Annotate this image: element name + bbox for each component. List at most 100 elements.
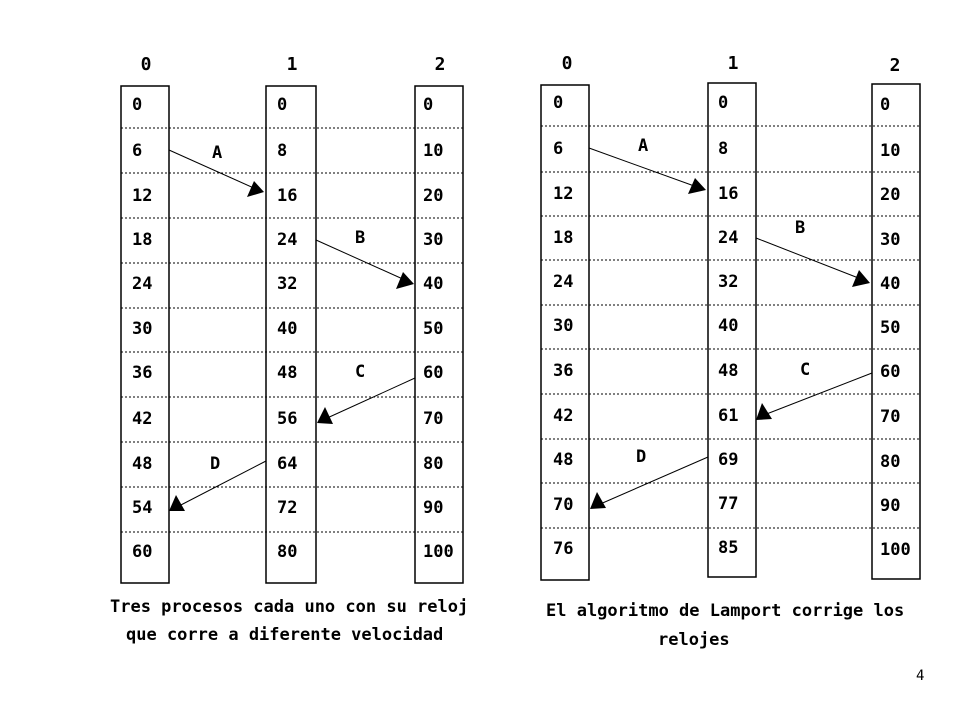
clock-value: 40 [423,274,443,294]
message-d: D [590,447,709,509]
clock-value: 70 [880,407,900,427]
clock-value: 56 [277,409,297,429]
message-a-line [588,147,698,188]
clock-value: 48 [277,363,297,383]
clock-value: 6 [553,139,563,159]
clock-value: 16 [277,186,297,206]
clock-value: 24 [132,274,152,294]
message-b-line [755,237,862,280]
clock-value: 80 [423,454,443,474]
diagram-right: 0 1 2 0 6 12 18 24 30 36 4 [540,53,921,650]
clock-value: 30 [553,316,573,336]
clock-value: 60 [132,542,152,562]
message-a: A [168,143,264,197]
clock-values-p1: 0 8 16 24 32 40 48 61 69 77 85 [718,93,738,558]
diagram-left: 0 1 2 0 6 12 18 24 30 36 4 [110,54,468,645]
message-c: C [317,362,416,424]
clock-value: 42 [132,409,152,429]
process-header-1: 1 [728,53,739,74]
clock-value: 10 [423,141,443,161]
clock-value: 60 [880,362,900,382]
process-column-0 [120,85,170,584]
clock-value: 80 [277,542,297,562]
clock-value: 0 [423,95,433,115]
clock-value: 10 [880,141,900,161]
arrowhead-icon [396,272,414,289]
clock-value: 48 [553,450,573,470]
process-column-2 [414,85,464,584]
arrowhead-icon [590,492,606,509]
arrowhead-icon [756,403,772,420]
clock-value: 18 [132,230,152,250]
clock-value: 8 [277,141,287,161]
message-label: B [355,228,365,248]
page-number: 4 [916,668,924,684]
clock-value: 8 [718,139,728,159]
clock-value: 100 [880,540,911,560]
caption-line-1: El algoritmo de Lamport corrige los [546,601,904,621]
clock-value: 85 [718,538,738,558]
message-label: D [636,447,646,467]
message-label: C [800,360,810,380]
arrowhead-icon [169,495,185,511]
clock-value: 20 [880,185,900,205]
process-header-0: 0 [562,53,573,74]
clock-value: 76 [553,539,573,559]
message-b: B [315,228,414,289]
clock-value: 0 [718,93,728,113]
message-a-line [168,149,257,190]
clock-value: 60 [423,363,443,383]
clock-value: 40 [880,274,900,294]
clock-values-p2: 0 10 20 30 40 50 60 70 80 90 100 [880,95,911,560]
clock-value: 64 [277,454,297,474]
clock-value: 48 [132,454,152,474]
clock-value: 16 [718,184,738,204]
clock-values-p2: 0 10 20 30 40 50 60 70 80 90 100 [423,95,454,562]
message-c-line [324,377,416,420]
message-b: B [755,218,870,287]
clock-value: 90 [880,496,900,516]
clock-value: 32 [718,272,738,292]
message-label: C [355,362,365,382]
message-label: A [638,136,648,156]
clock-value: 24 [718,228,738,248]
clock-value: 30 [423,230,443,250]
clock-value: 36 [553,361,573,381]
clock-value: 48 [718,361,738,381]
clock-value: 36 [132,363,152,383]
clock-values-p0: 0 6 12 18 24 30 36 42 48 54 60 [132,95,152,562]
arrowhead-icon [688,178,706,194]
clock-value: 54 [132,498,152,518]
clock-value: 6 [132,141,142,161]
process-header-1: 1 [287,54,298,75]
clock-value: 32 [277,274,297,294]
clock-value: 12 [132,186,152,206]
clock-value: 100 [423,542,454,562]
clock-value: 0 [553,93,563,113]
process-header-2: 2 [435,54,446,75]
caption-line-2: que corre a diferente velocidad [126,625,443,645]
message-b-line [315,239,406,281]
clock-value: 70 [423,409,443,429]
clock-value: 77 [718,494,738,514]
clock-value: 30 [132,319,152,339]
clock-value: 0 [277,95,287,115]
clock-values-p0: 0 6 12 18 24 30 36 42 48 70 76 [553,93,573,559]
clock-value: 42 [553,406,573,426]
clock-value: 12 [553,184,573,204]
clock-value: 40 [277,319,297,339]
clock-value: 20 [423,186,443,206]
process-column-1 [265,85,317,584]
caption-line-2: relojes [658,630,730,650]
clock-value: 30 [880,230,900,250]
clock-value: 40 [718,316,738,336]
arrowhead-icon [852,270,870,287]
message-label: A [212,143,222,163]
clock-value: 72 [277,498,297,518]
tick-separators [121,127,463,533]
clock-value: 50 [423,319,443,339]
caption-line-1: Tres procesos cada uno con su reloj [110,597,468,617]
clock-value: 90 [423,498,443,518]
clock-value: 24 [277,230,297,250]
